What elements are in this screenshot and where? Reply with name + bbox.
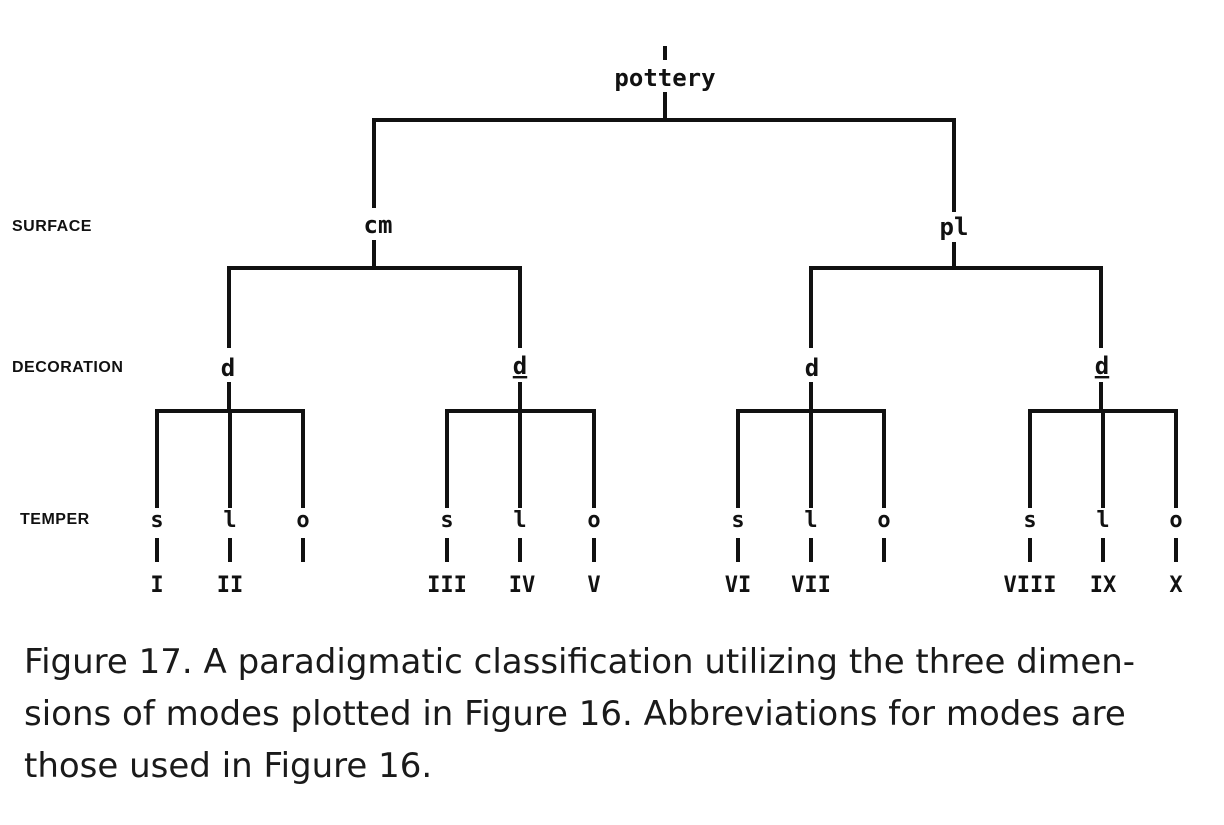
temper-node-s: s	[440, 508, 453, 533]
class-label-vii: VII	[791, 573, 831, 598]
temper-node-l: l	[513, 508, 526, 533]
dimension-label-decoration: DECORATION	[12, 359, 123, 376]
temper-node-l: l	[223, 508, 236, 533]
caption-line: Figure 17. A paradigmatic classification…	[24, 642, 1136, 682]
decoration-node-1: d	[221, 354, 235, 382]
tree-connectors	[155, 46, 1178, 562]
decoration-node-2: d	[513, 352, 527, 380]
decoration-node-4: d	[1095, 352, 1109, 380]
class-label-v: V	[587, 573, 600, 598]
temper-node-l: l	[804, 508, 817, 533]
temper-node-o: o	[587, 508, 600, 533]
class-label-x: X	[1169, 573, 1182, 598]
class-label-iii: III	[427, 573, 467, 598]
temper-node-o: o	[1169, 508, 1182, 533]
temper-node-o: o	[296, 508, 309, 533]
caption-line: sions of modes plotted in Figure 16. Abb…	[24, 694, 1126, 734]
temper-node-s: s	[150, 508, 163, 533]
root-node-pottery: pottery	[614, 64, 715, 92]
dimension-label-surface: SURFACE	[12, 218, 92, 235]
caption-line: those used in Figure 16.	[24, 746, 433, 786]
class-label-viii: VIII	[1004, 573, 1057, 598]
dimension-label-temper: TEMPER	[20, 511, 90, 528]
temper-node-o: o	[877, 508, 890, 533]
surface-node-pl: pl	[940, 213, 969, 241]
temper-node-l: l	[1096, 508, 1109, 533]
class-label-vi: VI	[725, 573, 752, 598]
temper-node-s: s	[1023, 508, 1036, 533]
temper-node-s: s	[731, 508, 744, 533]
class-label-ii: II	[217, 573, 244, 598]
class-label-ix: IX	[1090, 573, 1117, 598]
decoration-node-3: d	[805, 354, 819, 382]
surface-node-cm: cm	[364, 211, 393, 239]
class-label-i: I	[150, 573, 163, 598]
classification-tree: SURFACE DECORATION TEMPER pottery cm pl …	[12, 46, 1183, 598]
class-label-iv: IV	[509, 573, 536, 598]
figure-caption: Figure 17. A paradigmatic classification…	[24, 636, 1194, 792]
